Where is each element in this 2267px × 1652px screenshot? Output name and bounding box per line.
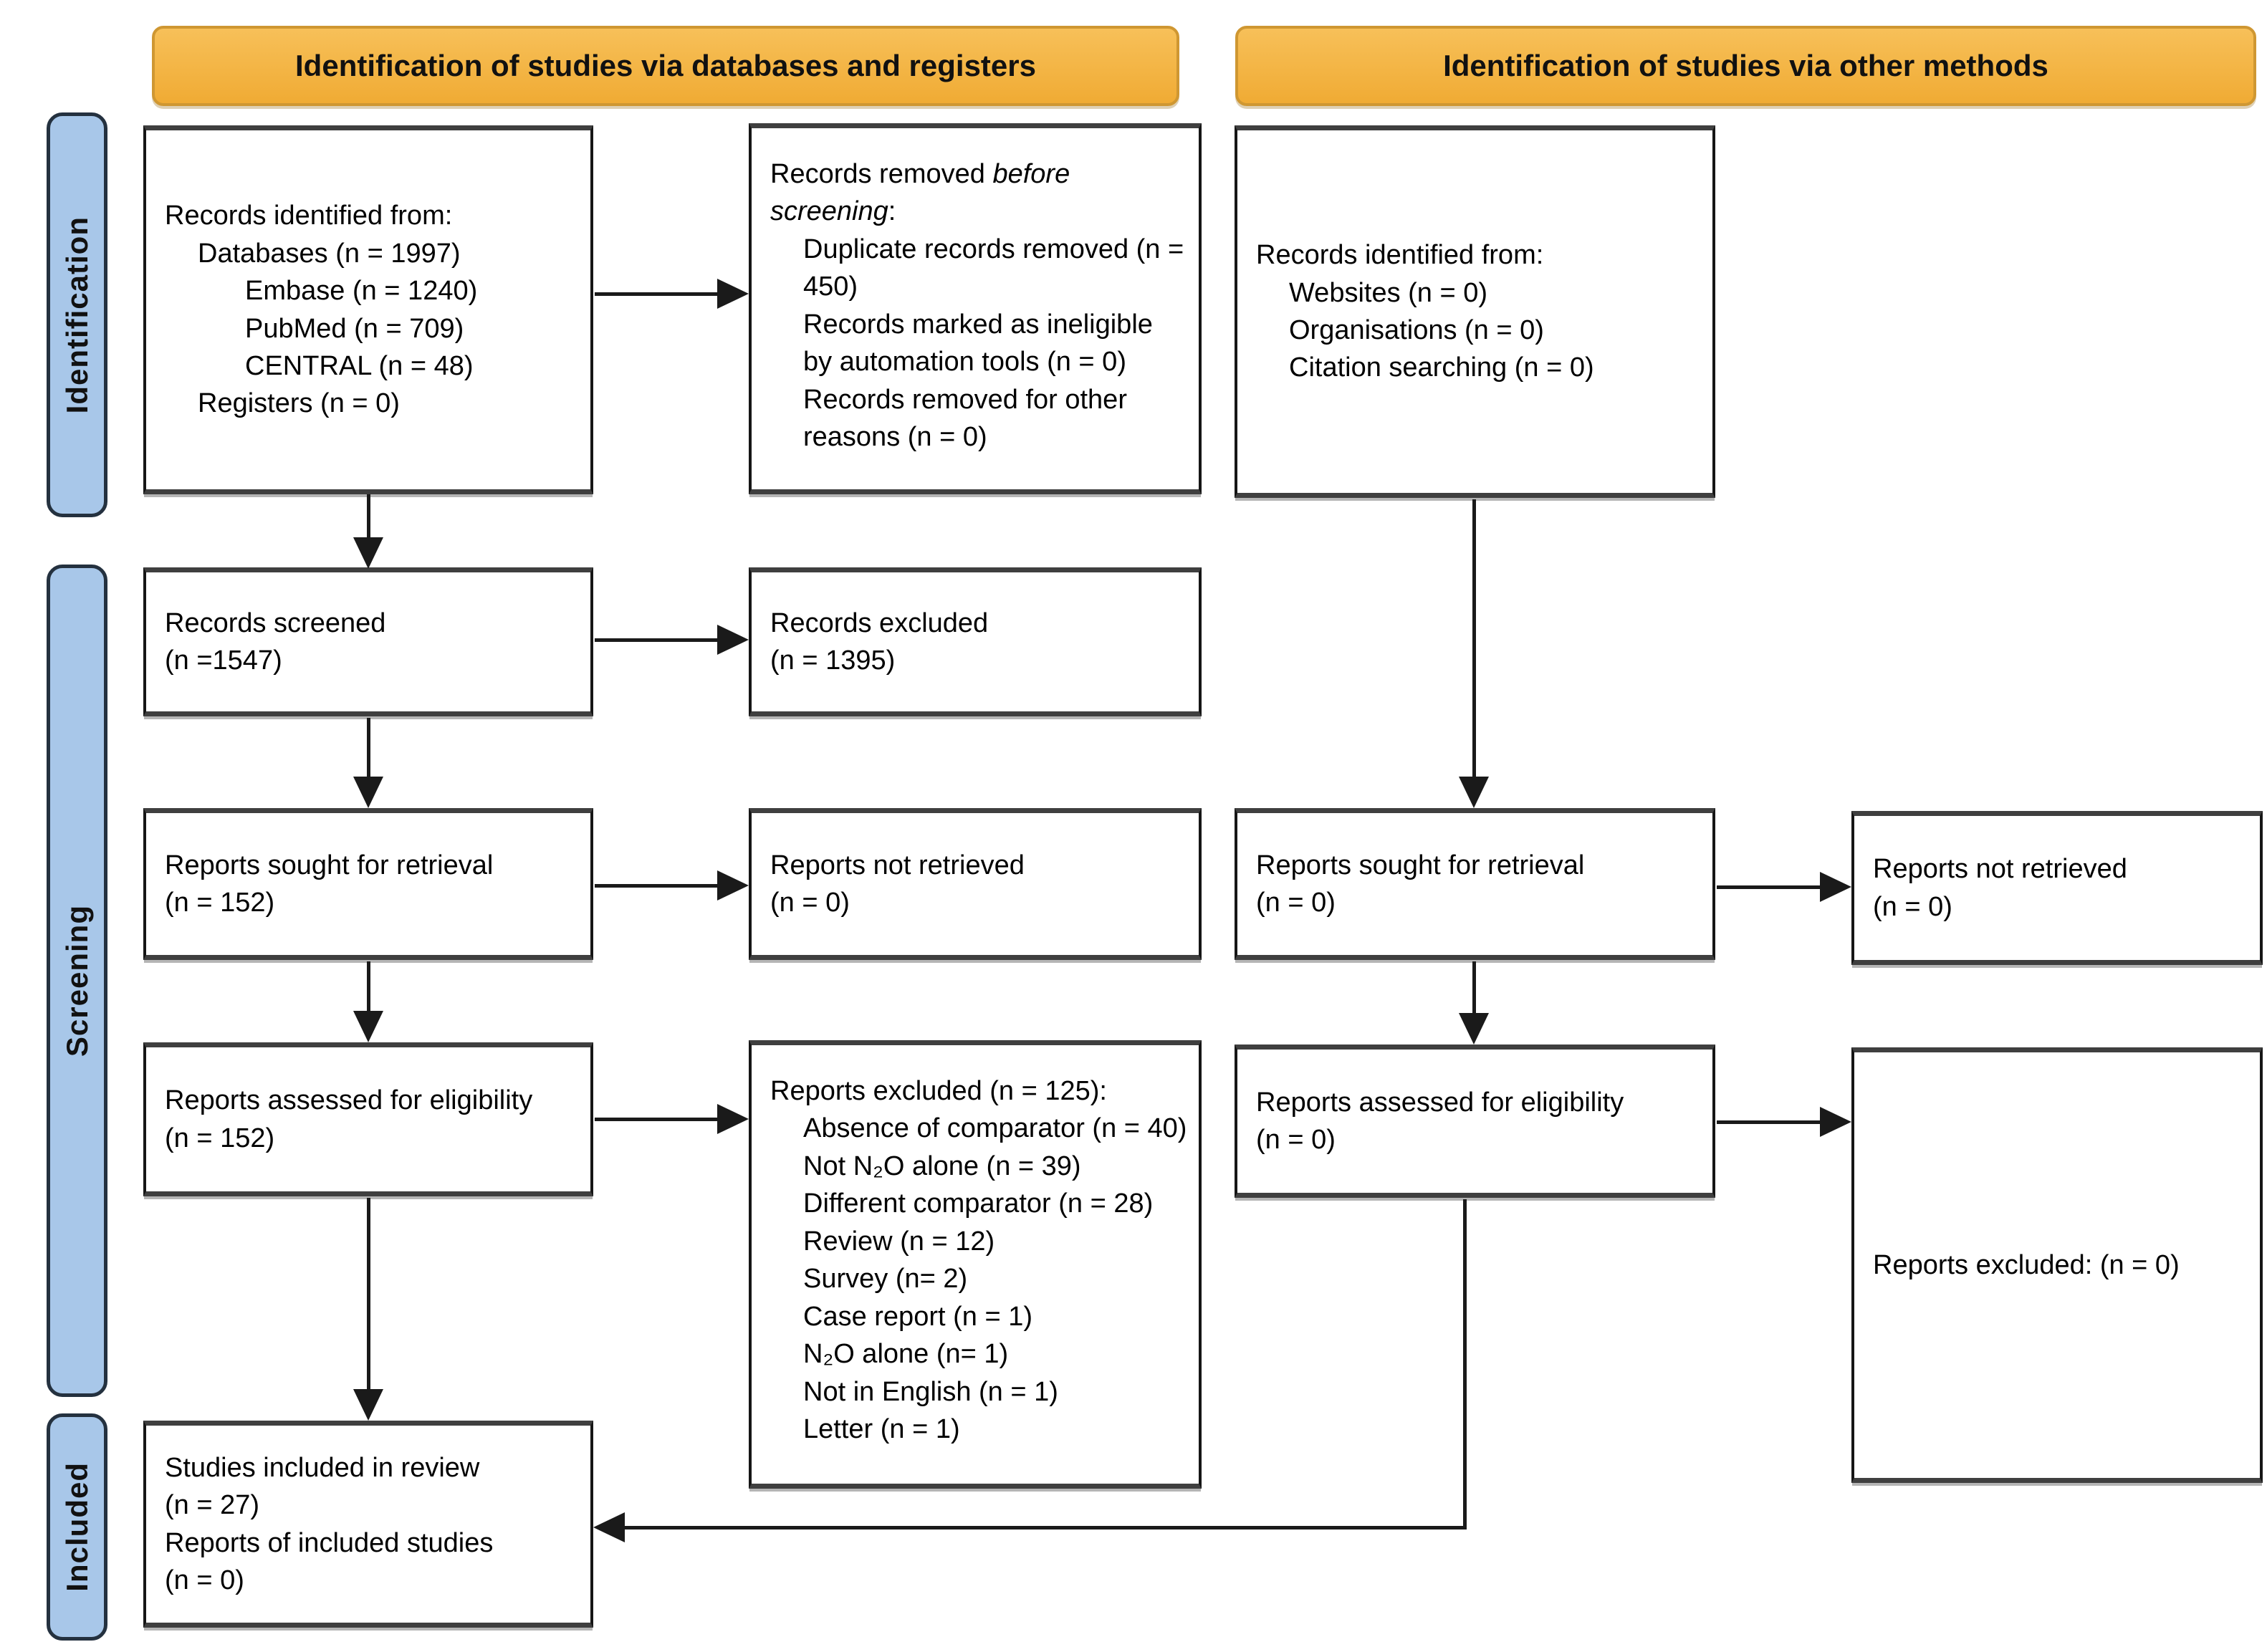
box-line: (n = 152) — [165, 888, 275, 918]
connector-assessed-to-included — [367, 1198, 370, 1390]
banner-databases-registers: Identification of studies via databases … — [152, 26, 1179, 106]
connector-other-assessed-down — [1463, 1199, 1467, 1527]
box-line: Case report (n = 1) — [803, 1301, 1032, 1332]
connector-other-sought-to-assessed — [1472, 961, 1476, 1014]
connector-assessed-to-excluded-reasons — [595, 1118, 718, 1121]
box-title: Records removed before screening: — [770, 155, 1189, 231]
stage-included: Included — [47, 1413, 107, 1641]
arrowhead-right-icon — [717, 870, 749, 901]
connector-other-assessed-to-included — [625, 1526, 1467, 1529]
box-line: Embase (n = 1240) — [245, 276, 478, 307]
arrowhead-down-icon — [1459, 777, 1489, 808]
box-line: Absence of comparator (n = 40) — [803, 1113, 1187, 1144]
box-reports-assessed-databases: Reports assessed for eligibility (n = 15… — [143, 1042, 593, 1196]
connector-screened-to-excluded — [595, 638, 718, 642]
connector-sought-to-not-retrieved — [595, 884, 718, 888]
box-records-excluded: Records excluded (n = 1395) — [749, 567, 1202, 716]
box-line: Not N₂O alone (n = 39) — [803, 1151, 1081, 1181]
arrowhead-right-icon — [1820, 872, 1851, 902]
arrowhead-right-icon — [717, 625, 749, 655]
box-line: Organisations (n = 0) — [1289, 315, 1544, 345]
box-line: Registers (n = 0) — [198, 388, 400, 419]
connector-other-identified-to-sought — [1472, 499, 1476, 777]
box-line: Records excluded — [770, 608, 989, 638]
box-reports-not-retrieved-databases: Reports not retrieved (n = 0) — [749, 808, 1202, 960]
stage-screening-label: Screening — [59, 904, 94, 1057]
connector-screened-to-sought — [367, 718, 370, 778]
banner-other-methods: Identification of studies via other meth… — [1235, 26, 2256, 106]
box-line: N₂O alone (n= 1) — [803, 1339, 1009, 1370]
title-suffix: : — [888, 196, 896, 227]
box-line: Different comparator (n = 28) — [803, 1188, 1154, 1219]
arrowhead-left-icon — [593, 1512, 625, 1542]
box-line: CENTRAL (n = 48) — [245, 350, 474, 381]
arrowhead-down-icon — [1459, 1013, 1489, 1044]
box-records-identified-databases: Records identified from: Databases (n = … — [143, 125, 593, 494]
box-reports-excluded-reasons: Reports excluded (n = 125): Absence of c… — [749, 1040, 1202, 1489]
box-line: (n = 0) — [165, 1565, 244, 1595]
box-line: Reports not retrieved — [770, 850, 1025, 880]
box-line: Studies included in review — [165, 1452, 480, 1483]
connector-other-assessed-to-excluded — [1717, 1120, 1821, 1124]
box-line: Records screened — [165, 608, 386, 638]
box-line: Reports sought for retrieval — [1256, 850, 1585, 880]
connector-other-sought-to-not-retrieved — [1717, 885, 1821, 889]
connector-sought-to-assessed — [367, 961, 370, 1012]
box-line: Duplicate records removed (n = 450) — [803, 234, 1184, 302]
box-line: (n = 0) — [1256, 1125, 1336, 1155]
box-title: Reports excluded (n = 125): — [770, 1076, 1107, 1106]
box-records-removed-before-screening: Records removed before screening: Duplic… — [749, 123, 1202, 494]
box-records-screened: Records screened (n =1547) — [143, 567, 593, 716]
arrowhead-down-icon — [353, 1389, 383, 1421]
arrowhead-down-icon — [353, 777, 383, 808]
title-prefix: Records removed — [770, 159, 993, 189]
box-line: Reports assessed for eligibility — [165, 1085, 533, 1116]
box-line: Records identified from: — [1256, 240, 1544, 271]
box-line: Records identified from: — [165, 201, 453, 231]
box-line: (n = 0) — [770, 888, 850, 918]
box-reports-assessed-other: Reports assessed for eligibility (n = 0) — [1235, 1044, 1715, 1198]
stage-included-label: Included — [59, 1462, 94, 1592]
box-line: Review (n = 12) — [803, 1226, 995, 1257]
connector-identified-to-removed — [595, 292, 718, 296]
box-line: Reports excluded: (n = 0) — [1873, 1249, 2180, 1280]
stage-identification: Identification — [47, 112, 107, 517]
box-line: Reports not retrieved — [1873, 854, 2127, 885]
arrowhead-down-icon — [353, 1011, 383, 1042]
box-line: Not in English (n = 1) — [803, 1376, 1058, 1407]
box-records-identified-other: Records identified from: Websites (n = 0… — [1235, 125, 1715, 498]
box-line: (n = 0) — [1256, 888, 1336, 918]
stage-screening: Screening — [47, 565, 107, 1397]
box-reports-sought-other: Reports sought for retrieval (n = 0) — [1235, 808, 1715, 960]
box-line: Citation searching (n = 0) — [1289, 352, 1594, 383]
arrowhead-right-icon — [717, 279, 749, 309]
arrowhead-right-icon — [1820, 1107, 1851, 1137]
box-line: Databases (n = 1997) — [198, 238, 461, 269]
arrowhead-down-icon — [353, 537, 383, 569]
title-italic: before screening — [770, 159, 1070, 227]
box-line: Websites (n = 0) — [1289, 277, 1488, 308]
stage-identification-label: Identification — [59, 216, 94, 414]
box-line: (n = 152) — [165, 1123, 275, 1153]
box-line: (n = 27) — [165, 1490, 260, 1521]
box-line: Records marked as ineligible by automati… — [803, 309, 1153, 378]
box-reports-not-retrieved-other: Reports not retrieved (n = 0) — [1851, 811, 2263, 965]
box-line: Reports sought for retrieval — [165, 850, 494, 880]
box-line: Reports assessed for eligibility — [1256, 1087, 1624, 1118]
arrowhead-right-icon — [717, 1104, 749, 1134]
box-line: Records removed for other reasons (n = 0… — [803, 384, 1127, 453]
box-line: (n = 1395) — [770, 645, 896, 676]
box-studies-included: Studies included in review (n = 27) Repo… — [143, 1421, 593, 1628]
box-reports-excluded-other: Reports excluded: (n = 0) — [1851, 1047, 2263, 1483]
box-line: Survey (n= 2) — [803, 1264, 968, 1295]
connector-identified-to-screened — [367, 494, 370, 540]
box-line: (n =1547) — [165, 645, 282, 676]
box-line: Reports of included studies — [165, 1527, 494, 1558]
box-line: PubMed (n = 709) — [245, 313, 464, 344]
box-reports-sought-databases: Reports sought for retrieval (n = 152) — [143, 808, 593, 960]
box-line: (n = 0) — [1873, 891, 1952, 922]
box-line: Letter (n = 1) — [803, 1413, 960, 1444]
